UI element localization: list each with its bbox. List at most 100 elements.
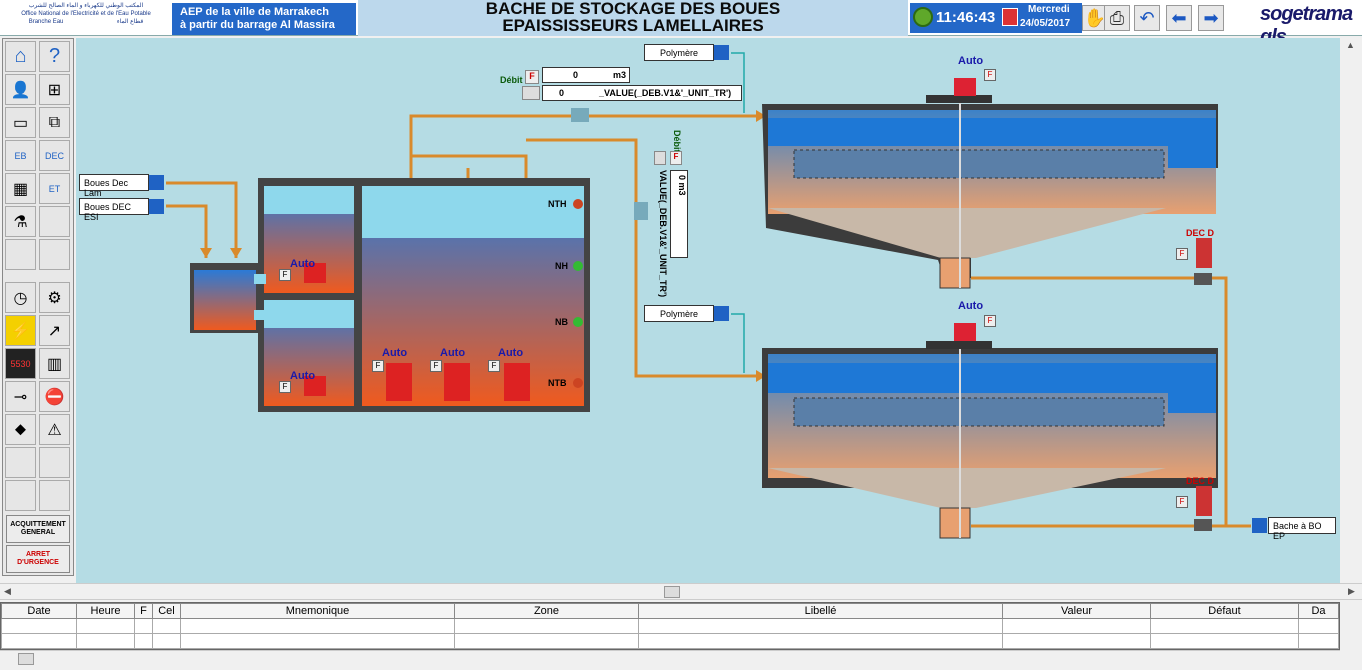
scroll-right-icon[interactable]: ▶	[1348, 586, 1355, 596]
dec-actuator-2	[1196, 486, 1212, 516]
polymer-2[interactable]: Polymère	[644, 305, 714, 322]
debit2-f-button[interactable]: F	[670, 151, 682, 165]
level-nth: NTH	[548, 199, 567, 209]
column-header[interactable]: Défaut	[1150, 603, 1299, 619]
column-header[interactable]: Cel	[152, 603, 181, 619]
mixer2-f-button[interactable]: F	[279, 381, 291, 393]
scroll-up-icon[interactable]: ▲	[1346, 40, 1355, 50]
logo-branch-arabic: قطاع الماء	[116, 19, 144, 25]
toolbar-blank-button[interactable]	[39, 239, 70, 270]
home-icon[interactable]: ⌂	[5, 41, 36, 72]
valve-icon[interactable]: ⊸	[5, 381, 36, 412]
pump-3	[504, 363, 530, 401]
polymer-line2	[731, 313, 745, 373]
table-row[interactable]	[1, 618, 1339, 634]
toolbar-blank-button[interactable]	[39, 480, 70, 511]
filter-icon[interactable]: ▦	[5, 173, 36, 204]
trend-icon[interactable]: ↗	[39, 315, 70, 346]
undo-button[interactable]: ↶	[1134, 5, 1160, 31]
debit1-f-button[interactable]: F	[525, 70, 539, 84]
scroll-thumb[interactable]	[664, 586, 680, 598]
polymer-1[interactable]: Polymère	[644, 44, 714, 61]
stop-icon[interactable]: ⛔	[39, 381, 70, 412]
stop-label1: ARRET	[25, 551, 51, 558]
toolbar-blank-button[interactable]	[5, 239, 36, 270]
table-row[interactable]	[1, 633, 1339, 649]
valves	[571, 108, 1212, 531]
polymer1-play-icon[interactable]	[714, 45, 729, 60]
feed-dec-lam[interactable]: Boues Dec Lam	[79, 174, 149, 198]
vertical-scrollbar[interactable]: ▲	[1340, 38, 1362, 583]
clock-panel: 11:46:43 Mercredi 24/05/2017	[910, 3, 1082, 33]
network-icon[interactable]: ⊞	[39, 74, 70, 105]
table-scroll-thumb[interactable]	[18, 653, 34, 665]
dec2-f-button[interactable]: F	[1176, 496, 1188, 508]
counter-icon[interactable]: 5530	[5, 348, 36, 379]
user-key-icon[interactable]: 👤	[5, 74, 36, 105]
lab-icon[interactable]: ⚗	[5, 206, 36, 237]
toolbar-blank-button[interactable]	[39, 447, 70, 478]
scroll-left-icon[interactable]: ◀	[4, 586, 11, 596]
column-header[interactable]: Zone	[454, 603, 639, 619]
hand-icon[interactable]: ✋	[1082, 5, 1108, 31]
column-header[interactable]: Mnemonique	[180, 603, 455, 619]
clock-icon[interactable]: ◷	[5, 282, 36, 313]
network2-icon[interactable]: ⧉	[39, 107, 70, 138]
feed2-play-icon[interactable]	[149, 199, 164, 214]
outlet-bache-bo-ep[interactable]: Bache à BO EP	[1268, 517, 1336, 541]
print-button[interactable]: ⎙	[1104, 5, 1130, 31]
et-icon[interactable]: ET	[39, 173, 70, 204]
lightning-icon[interactable]: ⚡	[5, 315, 36, 346]
column-header[interactable]: F	[134, 603, 153, 619]
dec1-f-button[interactable]: F	[1176, 248, 1188, 260]
thickener-1	[762, 78, 1218, 289]
column-header[interactable]: Date	[1, 603, 77, 619]
help-icon[interactable]: ?	[39, 41, 70, 72]
feed2-label: Boues DEC ESI	[84, 202, 132, 222]
polymer2-play-icon[interactable]	[714, 306, 729, 321]
date-label: 24/05/2017	[1020, 18, 1071, 29]
mixer1-f-button[interactable]: F	[279, 269, 291, 281]
led-nb	[573, 317, 583, 327]
led-nh	[573, 261, 583, 271]
connector2	[254, 310, 266, 320]
process-diagram	[166, 52, 1251, 539]
forward-button[interactable]: ➡	[1198, 5, 1224, 31]
pump2-f-button[interactable]: F	[430, 360, 442, 372]
column-header[interactable]: Libellé	[638, 603, 1003, 619]
dec-icon[interactable]: DEC	[39, 140, 70, 171]
debit1-unit: m3	[613, 70, 627, 80]
table-scrollbar[interactable]	[0, 650, 1340, 667]
toolbar-blank-button[interactable]	[39, 206, 70, 237]
monitor-icon[interactable]: ▭	[5, 107, 36, 138]
warning-icon[interactable]: ⚠	[39, 414, 70, 445]
feed1-play-icon[interactable]	[149, 175, 164, 190]
aep-line2: à partir du barrage Al Massira	[180, 19, 335, 31]
brand-logo: sogetrama gls	[1238, 3, 1362, 48]
main-air	[362, 186, 584, 238]
trend2-icon[interactable]	[654, 151, 666, 165]
column-header[interactable]: Heure	[76, 603, 135, 619]
bar-icon[interactable]: ▥	[39, 348, 70, 379]
feed-dec-esi[interactable]: Boues DEC ESI	[79, 198, 149, 222]
dec1-label: DEC D	[1186, 228, 1215, 238]
horizontal-scrollbar[interactable]: ◀ ▶	[0, 583, 1362, 600]
scraper2-f-button[interactable]: F	[984, 315, 996, 327]
pump3-f-button[interactable]: F	[488, 360, 500, 372]
polymer2-label: Polymère	[659, 309, 698, 319]
column-header[interactable]: Da	[1298, 603, 1339, 619]
toolbar-blank-button[interactable]	[5, 480, 36, 511]
trend-icon[interactable]	[522, 86, 540, 100]
column-header[interactable]: Valeur	[1002, 603, 1151, 619]
tag-icon[interactable]: ⬥	[5, 414, 36, 445]
back-button[interactable]: ⬅	[1166, 5, 1192, 31]
pump1-f-button[interactable]: F	[372, 360, 384, 372]
eb-icon[interactable]: EB	[5, 140, 36, 171]
outlet-play-icon[interactable]	[1252, 518, 1267, 533]
arrow-feed2	[200, 248, 212, 258]
scraper1-f-button[interactable]: F	[984, 69, 996, 81]
gears-icon[interactable]: ⚙	[39, 282, 70, 313]
toolbar-blank-button[interactable]	[5, 447, 36, 478]
